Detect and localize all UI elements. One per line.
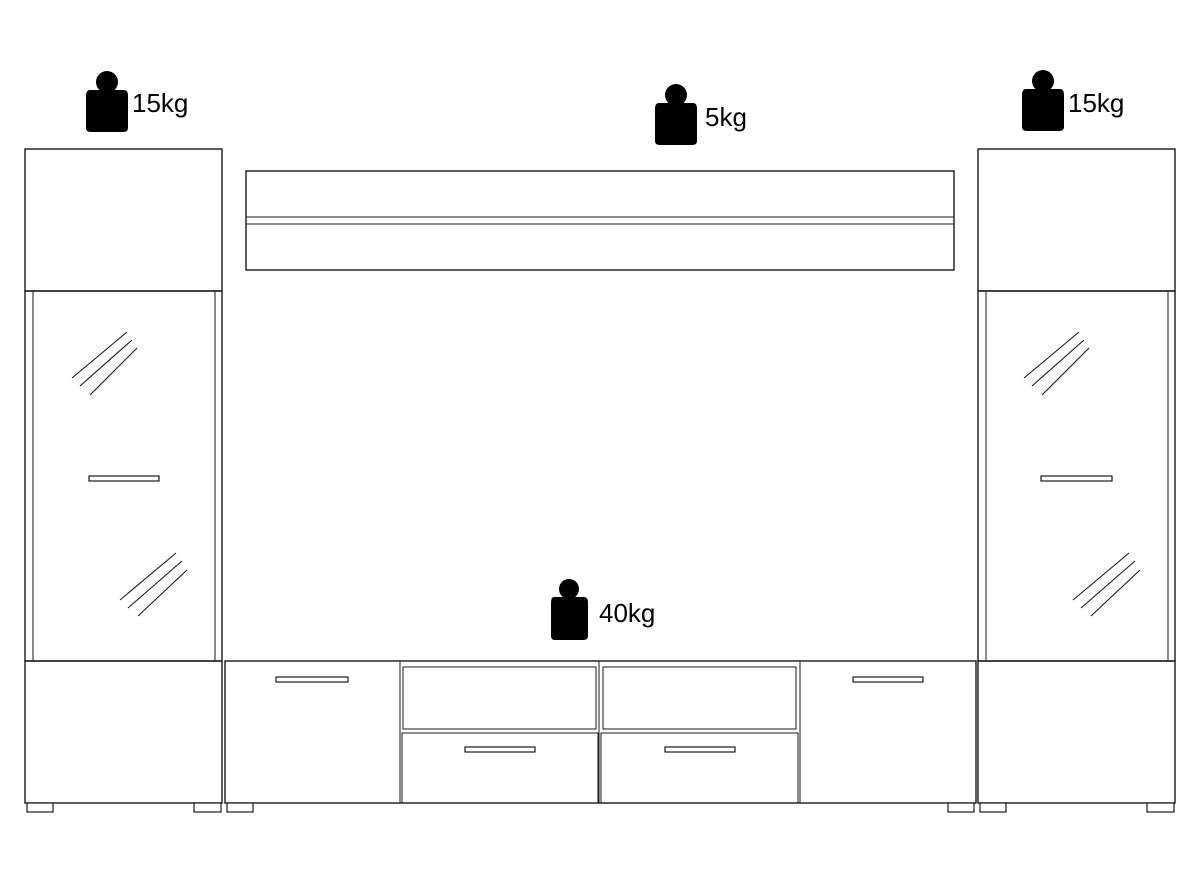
right-tower-foot [979, 802, 1007, 813]
weight-icon [86, 71, 128, 132]
left-tower [24, 148, 223, 813]
weight-icon [655, 84, 697, 145]
left-tower-glass-reflection [71, 331, 188, 617]
tv-bench-left-door-handle [275, 676, 349, 683]
tv-bench-foot [226, 802, 254, 813]
tv-bench-open-shelf-right [602, 666, 797, 730]
right-tower-load-label: 15kg [1068, 88, 1124, 118]
tv-bench-right-door-handle [852, 676, 924, 683]
tv-bench-foot [947, 802, 975, 813]
left-tower-load-label: 15kg [132, 88, 188, 118]
left-tower-foot [26, 802, 54, 813]
right-tower-bottom-cabinet [977, 660, 1176, 804]
weight-icon [1022, 70, 1064, 131]
left-tower-bottom-cabinet [24, 660, 223, 804]
tv-bench-drawer-left-handle [464, 746, 536, 753]
right-tower [977, 148, 1176, 813]
wall-shelf-load-label: 5kg [705, 102, 747, 132]
tv-bench-drawer-right-handle [664, 746, 736, 753]
right-tower-foot [1146, 802, 1175, 813]
wall-shelf [245, 170, 955, 271]
tv-bench-load-label: 40kg [599, 598, 655, 628]
right-tower-glass-reflection [1023, 331, 1141, 617]
left-tower-foot [193, 802, 222, 813]
tv-bench-open-shelf-left [402, 666, 597, 730]
wall-shelf-body [245, 170, 955, 271]
weight-icon [551, 579, 588, 640]
left-tower-door-handle [88, 475, 160, 482]
right-tower-door-handle [1040, 475, 1113, 482]
tv-bench-drawer-left [401, 732, 599, 804]
tv-bench [224, 660, 977, 813]
right-tower-top-cabinet [977, 148, 1176, 292]
left-tower-top-cabinet [24, 148, 223, 292]
tv-bench-drawer-right [600, 732, 799, 804]
